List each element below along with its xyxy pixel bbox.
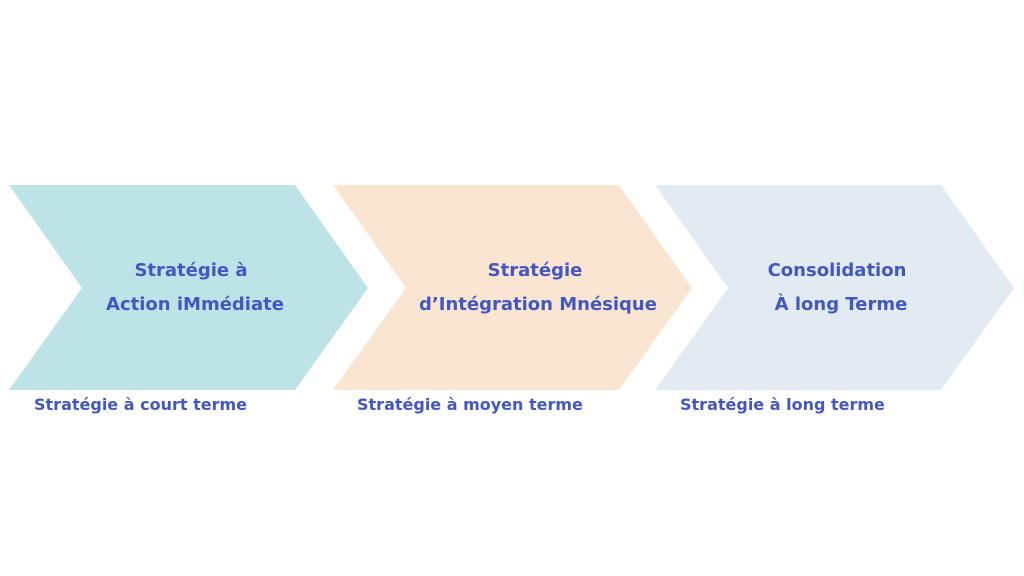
chevron-step-2 (333, 185, 692, 390)
step-2-title-line-1: Stratégie (487, 260, 583, 281)
step-3-caption: Stratégie à long terme (680, 395, 885, 414)
step-3-title-line-1: Consolidation (767, 260, 907, 281)
step-1-title-line-1: Stratégie à (134, 260, 248, 281)
chevron-step-3 (655, 185, 1014, 390)
step-2-title-line-2: d’Intégration Mnésique (419, 294, 657, 315)
step-1-title-line-2: Action iMmédiate (106, 294, 284, 315)
step-1-caption: Stratégie à court terme (34, 395, 247, 414)
step-2-caption: Stratégie à moyen terme (357, 395, 583, 414)
chevron-step-1 (9, 185, 368, 390)
step-3-title-line-2: À long Terme (774, 294, 908, 315)
